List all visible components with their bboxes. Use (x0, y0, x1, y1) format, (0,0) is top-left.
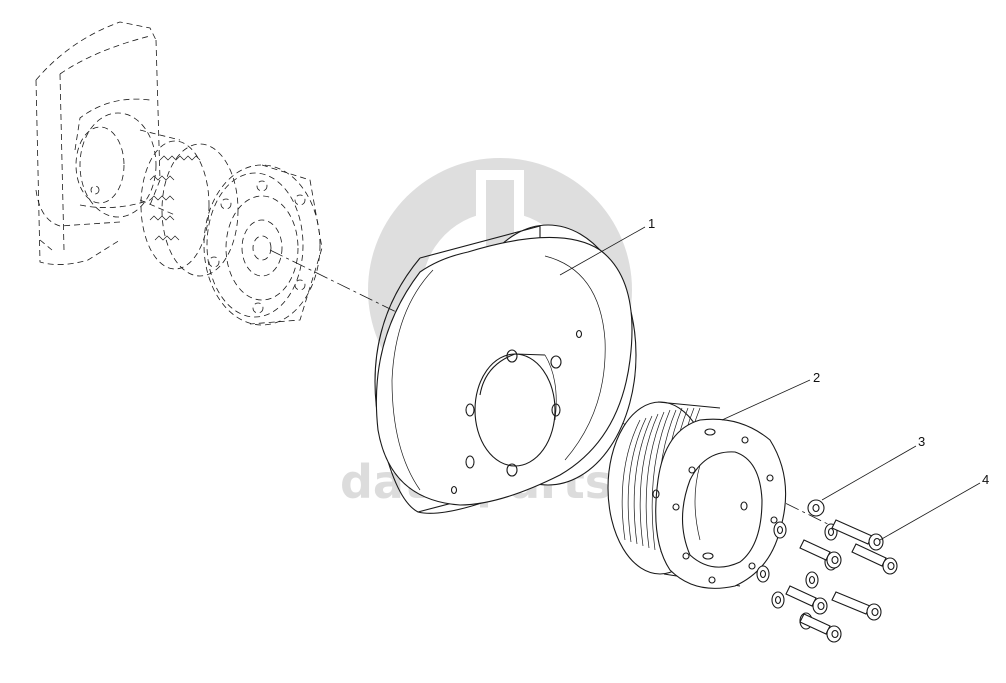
callout-1: 1 (648, 216, 655, 231)
callout-3: 3 (918, 434, 925, 449)
leader-line-4 (879, 482, 981, 541)
washer (756, 565, 770, 583)
cap-screw (799, 613, 842, 643)
washer (773, 521, 787, 539)
pulley (607, 401, 787, 589)
callout-4: 4 (982, 472, 989, 487)
gearbox-assembly (35, 21, 323, 326)
cap-screw (831, 519, 884, 551)
cap-screw (851, 543, 898, 575)
washer (805, 571, 819, 589)
cap-screw (799, 539, 842, 569)
screw-group (785, 519, 898, 643)
flywheel (374, 224, 637, 514)
washer (807, 499, 825, 517)
leader-line-1 (559, 226, 646, 276)
cap-screw (785, 585, 828, 615)
callout-2: 2 (813, 370, 820, 385)
leader-line-2 (721, 379, 811, 421)
leader-line-3 (821, 445, 917, 501)
washer (771, 591, 785, 609)
cap-screw (831, 591, 882, 621)
